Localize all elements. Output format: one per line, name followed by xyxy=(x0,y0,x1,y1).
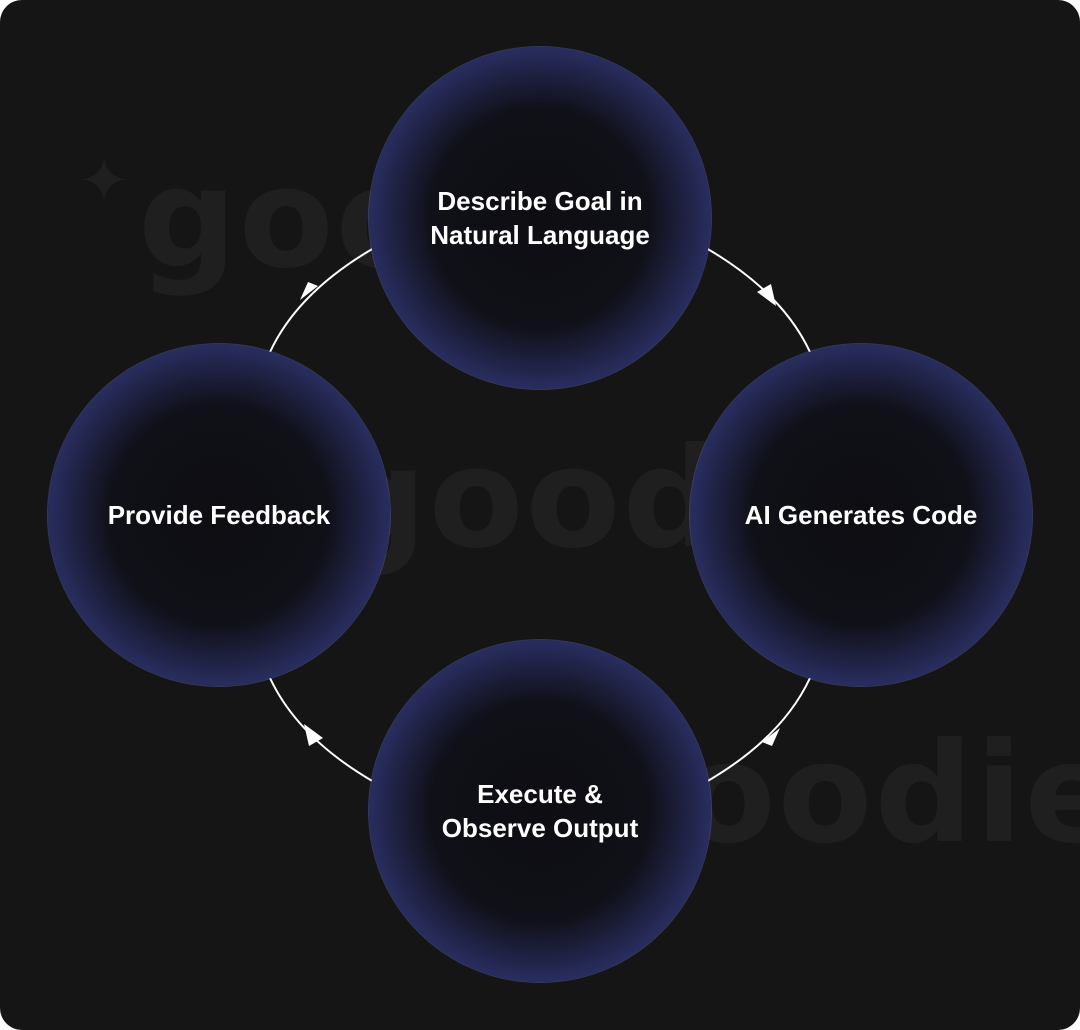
node-label: Execute & Observe Output xyxy=(441,779,639,843)
arrowhead-icon xyxy=(304,724,323,746)
connector-left-to-top xyxy=(269,247,375,353)
node-label: Describe Goal in Natural Language xyxy=(430,186,650,250)
node-label: AI Generates Code xyxy=(744,500,978,530)
node-describe-goal: Describe Goal in Natural Language xyxy=(369,47,711,389)
arrowhead-icon xyxy=(757,284,776,306)
arrowhead-icon xyxy=(762,728,780,746)
node-provide-feedback: Provide Feedback xyxy=(48,344,390,686)
connector-top-to-right xyxy=(705,247,811,353)
node-ai-generates-code: AI Generates Code xyxy=(690,344,1032,686)
connector-bottom-to-left xyxy=(269,677,375,783)
node-label: Provide Feedback xyxy=(107,500,331,530)
node-execute-observe: Execute & Observe Output xyxy=(369,640,711,982)
arrowhead-icon xyxy=(300,282,318,300)
connector-right-to-bottom xyxy=(705,677,811,783)
